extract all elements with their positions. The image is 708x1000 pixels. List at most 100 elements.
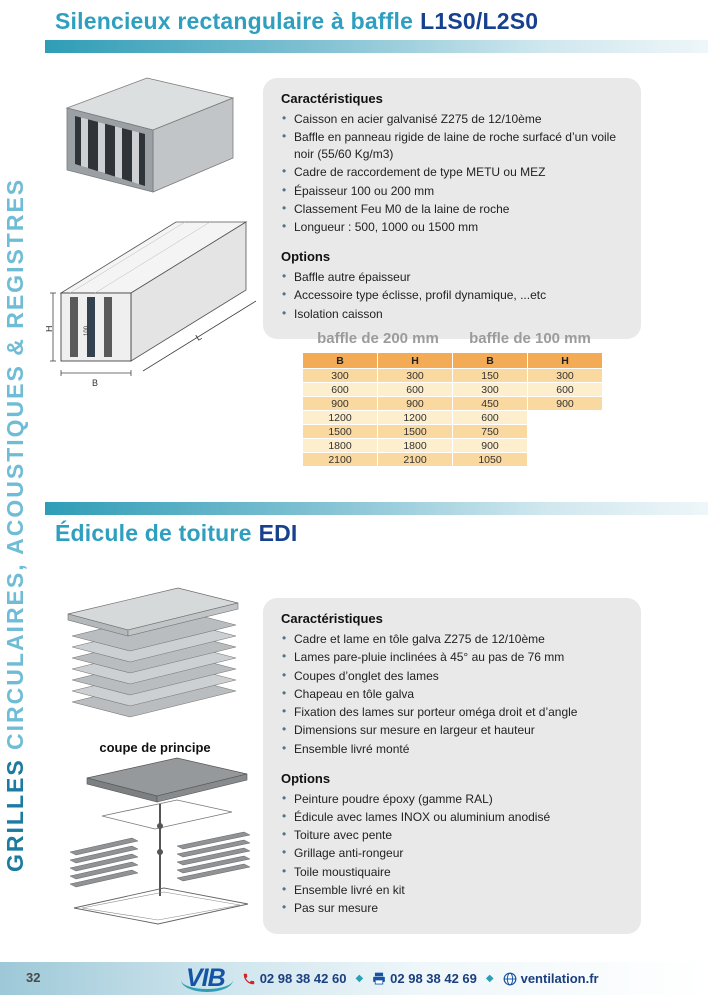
table-cell: 1200: [303, 411, 377, 424]
table-header-cell: H: [378, 353, 452, 368]
section1-title-text: Silencieux rectangulaire à baffle: [55, 8, 414, 34]
table-cell: 2100: [378, 453, 452, 466]
sidebar-label-rest: CIRCULAIRES, ACOUSTIQUES & REGISTRES: [2, 177, 28, 759]
edi-info-box: Caractéristiques Cadre et lame en tôle g…: [263, 598, 641, 934]
table-cell: 1800: [303, 439, 377, 452]
table-cell: 300: [453, 383, 527, 396]
characteristics-list: Caisson en acier galvanisé Z275 de 12/10…: [281, 110, 623, 236]
options-list: Peinture poudre époxy (gamme RAL)Édicule…: [281, 790, 623, 918]
table-title-100: baffle de 100 mm: [469, 330, 591, 347]
characteristics-heading: Caractéristiques: [281, 611, 383, 626]
table-cell: [528, 411, 602, 424]
phone-icon: [243, 973, 254, 984]
table-titles: baffle de 200 mm baffle de 100 mm: [302, 330, 606, 347]
bullet-item: Dimensions sur mesure en largeur et haut…: [281, 721, 623, 739]
options-list: Baffle autre épaisseurAccessoire type éc…: [281, 268, 623, 323]
logo-swoosh: [181, 980, 233, 992]
table-cell: 900: [528, 397, 602, 410]
fax-block: 02 98 38 42 69: [372, 971, 477, 986]
website-url: ventilation.fr: [520, 971, 599, 986]
bullet-item: Ensemble livré en kit: [281, 881, 623, 899]
bullet-item: Accessoire type éclisse, profil dynamiqu…: [281, 286, 623, 304]
bullet-item: Cadre et lame en tôle galva Z275 de 12/1…: [281, 630, 623, 648]
table-title-200: baffle de 200 mm: [317, 330, 439, 347]
dim-label-b: B: [92, 378, 98, 388]
edi-exploded-drawing: [69, 757, 251, 925]
bullet-item: Peinture poudre époxy (gamme RAL): [281, 790, 623, 808]
globe-icon: [503, 972, 517, 985]
table-cell: 900: [378, 397, 452, 410]
diamond-separator: ◆: [355, 973, 364, 984]
characteristics-list: Cadre et lame en tôle galva Z275 de 12/1…: [281, 630, 623, 758]
bullet-item: Coupes d’onglet des lames: [281, 667, 623, 685]
bullet-item: Toiture avec pente: [281, 826, 623, 844]
vib-logo: VIB: [181, 964, 233, 993]
table-cell: 450: [453, 397, 527, 410]
edi-caption: coupe de principe: [99, 740, 211, 755]
bullet-item: Longueur : 500, 1000 ou 1500 mm: [281, 218, 623, 236]
bullet-item: Caisson en acier galvanisé Z275 de 12/10…: [281, 110, 623, 128]
table-header-cell: B: [303, 353, 377, 368]
footer-bar: [0, 962, 708, 995]
silencer-product-image: [65, 77, 235, 193]
fax-number: 02 98 38 42 69: [390, 971, 477, 986]
options-heading: Options: [281, 249, 331, 265]
silencer-technical-drawing: H B L 100: [46, 221, 257, 388]
table-cell: 300: [303, 369, 377, 382]
section1-title-model: L1S0/L2S0: [420, 8, 539, 34]
table-cell: 1050: [453, 453, 527, 466]
options-heading: Options: [281, 770, 331, 786]
bullet-item: Grillage anti-rongeur: [281, 844, 623, 862]
diamond-separator: ◆: [485, 973, 494, 984]
bullet-item: Ensemble livré monté: [281, 740, 623, 758]
sidebar-category-label: GRILLES CIRCULAIRES, ACOUSTIQUES & REGIS…: [2, 88, 29, 872]
divider-bar-middle: [45, 502, 708, 515]
table-cell: 1500: [378, 425, 452, 438]
bullet-item: Lames pare-pluie inclinées à 45° au pas …: [281, 648, 623, 666]
bullet-item: Isolation caisson: [281, 305, 623, 323]
bullet-item: Fixation des lames sur porteur oméga dro…: [281, 703, 623, 721]
section2-title-text: Édicule de toiture: [55, 520, 252, 546]
table-cell: 600: [378, 383, 452, 396]
bullet-item: Toile moustiquaire: [281, 863, 623, 881]
bullet-item: Baffle en panneau rigide de laine de roc…: [281, 128, 623, 163]
silencer-info-box: Caractéristiques Caisson en acier galvan…: [263, 78, 641, 339]
table-header-cell: H: [528, 353, 602, 368]
table-cell: 300: [378, 369, 452, 382]
bullet-item: Édicule avec lames INOX ou aluminium ano…: [281, 808, 623, 826]
table-cell: 1500: [303, 425, 377, 438]
bullet-item: Cadre de raccordement de type METU ou ME…: [281, 163, 623, 181]
phone-number: 02 98 38 42 60: [259, 971, 347, 986]
table-cell: [528, 439, 602, 452]
phone-block: 02 98 38 42 60: [242, 971, 347, 986]
website-link[interactable]: ventilation.fr: [503, 971, 599, 986]
bullet-item: Baffle autre épaisseur: [281, 268, 623, 286]
table-cell: 300: [528, 369, 602, 382]
divider-bar-top: [45, 40, 708, 53]
characteristics-heading: Caractéristiques: [281, 91, 383, 106]
table-cell: 600: [453, 411, 527, 424]
dim-label-l: L: [194, 332, 203, 343]
dim-label-h: H: [46, 326, 54, 333]
sidebar-label-bold: GRILLES: [2, 758, 28, 872]
page-number: 32: [26, 970, 41, 985]
dim-label-100: 100: [84, 325, 90, 336]
bullet-item: Épaisseur 100 ou 200 mm: [281, 182, 623, 200]
section2-title-model: EDI: [258, 520, 298, 546]
fax-icon: [373, 972, 385, 985]
bullet-item: Chapeau en tôle galva: [281, 685, 623, 703]
table-cell: 600: [303, 383, 377, 396]
table-cell: 750: [453, 425, 527, 438]
table-cell: 900: [303, 397, 377, 410]
table-cell: [528, 425, 602, 438]
edi-product-image: [67, 587, 239, 718]
